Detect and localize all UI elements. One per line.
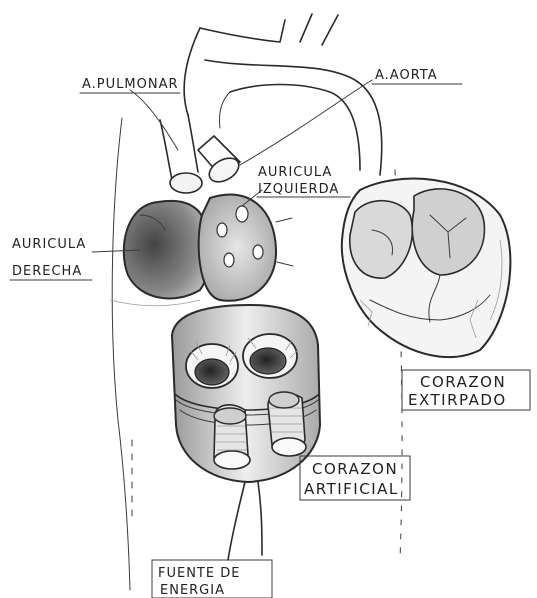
label-corazon-extirpado-2: EXTIRPADO (408, 391, 507, 409)
label-corazon-extirpado-1: CORAZON (420, 373, 506, 391)
excised-heart (342, 179, 511, 357)
label-corazon-artificial-2: ARTIFICIAL (304, 480, 399, 498)
aortic-arch (184, 14, 382, 175)
label-fuente-1: FUENTE DE (158, 566, 240, 581)
power-cables (228, 482, 262, 560)
label-auricula-derecha-2: DERECHA (12, 264, 82, 279)
label-auricula-izquierda-2: IZQUIERDA (258, 182, 339, 197)
label-pulmonar: A.PULMONAR (82, 77, 179, 92)
aorta-stub (198, 136, 243, 187)
label-fuente-2: ENERGIA (160, 583, 225, 598)
left-atrium (199, 195, 293, 301)
label-auricula-derecha-1: AURICULA (12, 237, 86, 252)
label-corazon-artificial-1: CORAZON (312, 460, 398, 478)
label-auricula-izquierda-1: AURICULA (258, 165, 332, 180)
label-aorta: A.AORTA (375, 68, 438, 83)
pulmonary-artery (160, 115, 202, 193)
artificial-heart (172, 305, 320, 482)
